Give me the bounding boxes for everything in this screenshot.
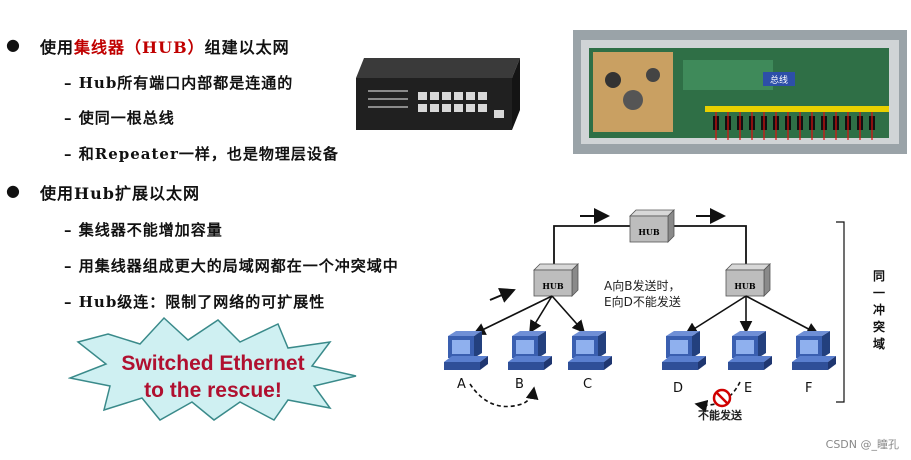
starburst-line-2: to the rescue! (144, 379, 282, 402)
hub-left-label: HUB (542, 281, 564, 291)
bullet-1-sub-2: – 使同一根总线 (64, 109, 175, 127)
host-label-c: C (583, 377, 593, 392)
host-label-f: F (805, 381, 813, 396)
bullet-1-text: 使用集线器（HUB）组建以太网 (40, 38, 290, 57)
host-label-d: D (673, 381, 684, 396)
network-diagram: HUB HUB HUB (444, 208, 845, 413)
host-label-e: E (744, 381, 753, 396)
host-label-b: B (515, 377, 524, 392)
starburst-shape (68, 316, 357, 421)
watermark: CSDN @_瞳孔 (825, 438, 899, 451)
hub-right-label: HUB (734, 281, 756, 291)
bullet-2-sub-1: – 集线器不能增加容量 (64, 221, 223, 239)
board-bus-label: 总线 (770, 74, 788, 86)
bullet-dot: ● (6, 35, 20, 54)
bullet-1-sub-1: – Hub所有端口内部都是连通的 (64, 74, 294, 92)
bullet-dot: ● (6, 181, 20, 200)
collision-domain-bracket (836, 221, 845, 403)
starburst-line-1: Switched Ethernet (121, 352, 305, 375)
starburst-text: Switched Ethernet to the rescue! (98, 350, 328, 404)
bullet-2-text: 使用Hub扩展以太网 (40, 184, 200, 203)
hub-top-label: HUB (638, 227, 660, 237)
diagram-note: A向B发送时， E向D不能发送 (604, 279, 681, 309)
bullet-2-sub-2: – 用集线器组成更大的局域网都在一个冲突域中 (64, 257, 399, 275)
blocked-label: 不能发送 (698, 409, 742, 422)
bullet-2-sub-3: – Hub级连：限制了网络的可扩展性 (64, 293, 326, 311)
hub-board-photo: 总线 (573, 30, 907, 154)
bullet-1-highlight: 集线器（HUB） (74, 38, 205, 57)
collision-domain-label: 同 一 冲 突 域 (872, 269, 885, 351)
bullet-1-sub-3: – 和Repeater一样，也是物理层设备 (64, 145, 339, 163)
hub-device-image (356, 58, 520, 130)
host-label-a: A (457, 377, 466, 392)
